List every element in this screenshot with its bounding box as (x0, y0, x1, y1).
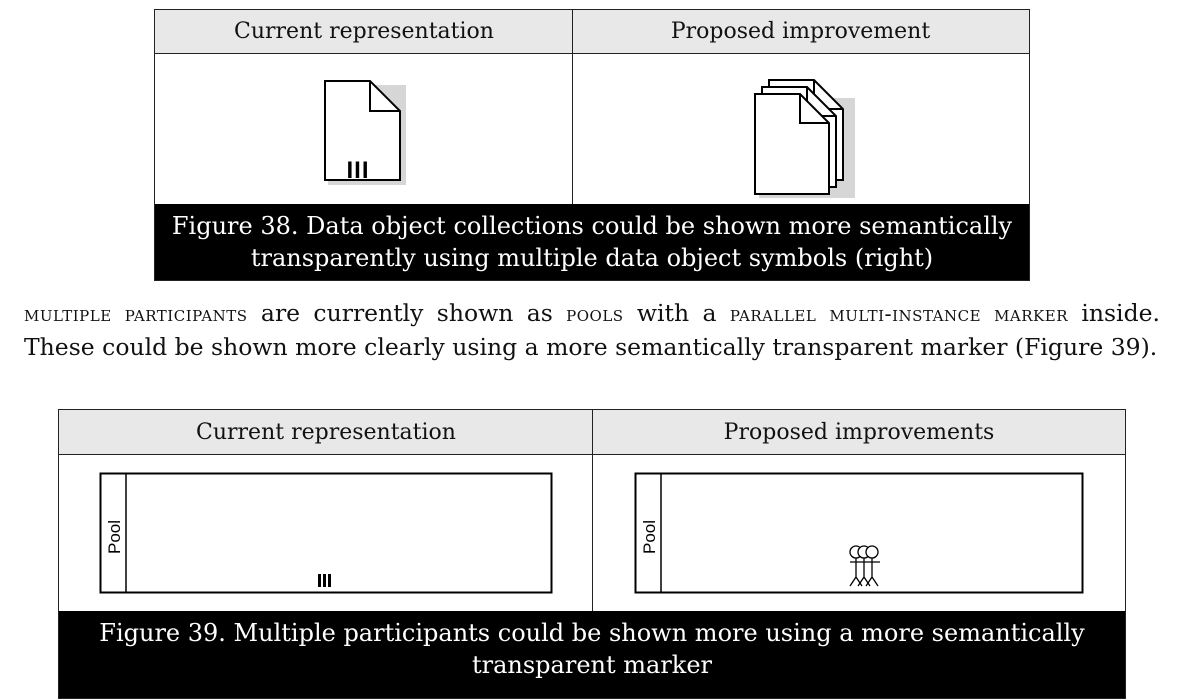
header-proposed: Proposed improvement (670, 19, 931, 44)
pool-with-participants-marker: Pool (634, 472, 1084, 594)
term: pools (566, 302, 624, 326)
pool-with-multi-instance-marker: Pool (99, 472, 553, 594)
pool-label: Pool (640, 520, 659, 554)
multiple-data-objects-icon (754, 79, 855, 198)
caption-line: transparent marker (471, 651, 713, 679)
figure-39-caption: Figure 39. Multiple participants could b… (59, 611, 1125, 698)
header-current: Current representation (196, 419, 456, 445)
term: parallel multi-instance marker (729, 302, 1068, 326)
pool-label: Pool (105, 520, 124, 554)
multi-instance-marker-icon (318, 574, 331, 587)
data-object-collection-icon: III (324, 80, 406, 185)
caption-line: transparently using multiple data object… (250, 244, 934, 272)
table-header: Current representation Proposed improvem… (155, 10, 1029, 54)
figure-38-table: Current representation Proposed improvem… (154, 9, 1030, 281)
header-current: Current representation (234, 19, 494, 44)
column-divider (592, 410, 593, 613)
text: with a (623, 299, 730, 327)
text: are currently shown as (247, 299, 567, 327)
body-paragraph: multiple participants are currently show… (24, 297, 1160, 364)
participants-icon (849, 545, 880, 587)
figure-39-table: Current representation Proposed improvem… (58, 409, 1126, 699)
column-divider (572, 10, 573, 206)
term: multiple participants (24, 302, 248, 326)
header-proposed: Proposed improvements (723, 419, 995, 445)
text: inside. These could be shown more clearl… (24, 299, 1160, 361)
multi-instance-marker: III (346, 157, 369, 184)
figure-38-caption: Figure 38. Data object collections could… (155, 204, 1029, 280)
caption-line: Figure 38. Data object collections could… (171, 212, 1013, 240)
caption-line: Figure 39. Multiple participants could b… (99, 619, 1085, 647)
